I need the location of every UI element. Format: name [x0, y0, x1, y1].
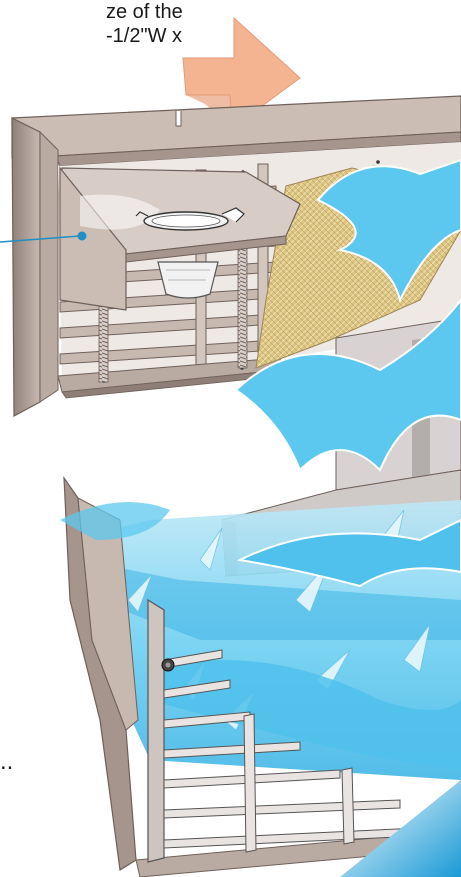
corner-accent — [340, 780, 461, 877]
trailing-text: .. — [0, 750, 13, 774]
